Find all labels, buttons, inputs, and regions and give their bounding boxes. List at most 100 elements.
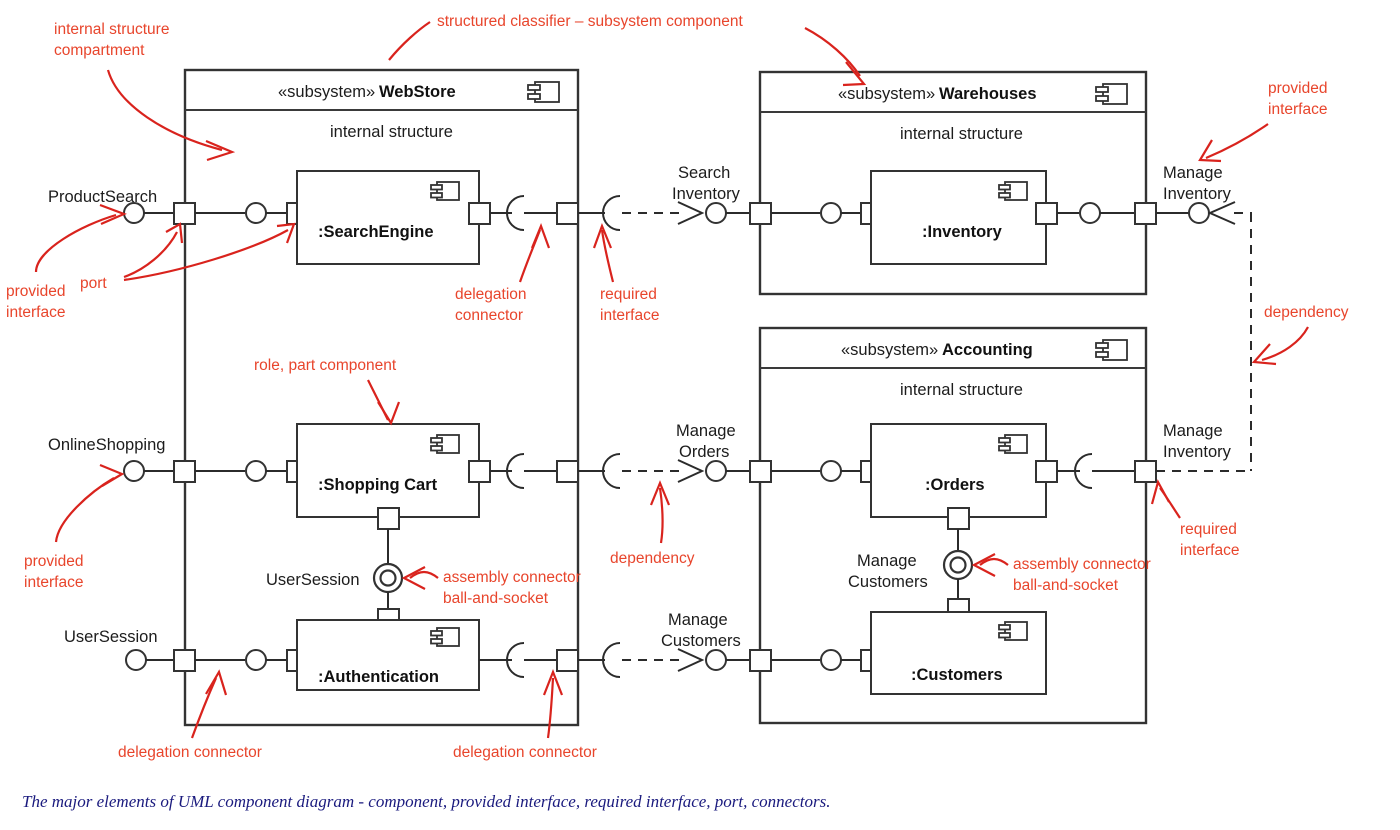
interface-label-mc-mid-1: Manage [668,611,728,629]
component-icon [1095,83,1128,105]
component-orders[interactable]: :Orders [870,423,1047,518]
required-interface-socket[interactable] [1074,453,1093,489]
port-warehouses-right[interactable] [1134,202,1157,225]
interface-label-usersession-left: UserSession [64,628,158,646]
component-icon [430,434,460,454]
component-icon [998,434,1028,454]
annotation-label: delegation connector [453,744,597,761]
port-webstore-manageorders[interactable] [556,460,579,483]
port-accounting-left[interactable] [749,460,772,483]
provided-interface-manageorders[interactable] [705,460,727,482]
assembly-connector-usersession[interactable] [372,562,404,594]
component-searchengine-label: :SearchEngine [318,223,434,241]
component-icon [1095,339,1128,361]
component-customers[interactable]: :Customers [870,611,1047,695]
provided-interface-ball[interactable] [820,202,842,224]
annotation-assembly-connector-right: assembly connector ball-and-socket [971,553,1151,594]
component-authentication-label: :Authentication [318,668,439,686]
interface-label-manage-orders-1: Manage [676,422,736,440]
assembly-connector-managecustomers[interactable] [942,549,974,581]
annotation-label: interface [6,304,65,321]
component-orders-label: :Orders [925,476,985,494]
dependency-arrowhead [677,201,705,225]
port-warehouses-left[interactable] [749,202,772,225]
port-shoppingcart-right[interactable] [468,460,491,483]
provided-interface-ball[interactable] [820,649,842,671]
annotation-label: required [600,286,657,303]
provided-interface-searchinventory[interactable] [705,202,727,224]
annotation-internal-structure-compartment: internal structure compartment [54,21,236,162]
required-interface-socket[interactable] [506,195,525,231]
annotation-label: ball-and-socket [1013,577,1119,594]
component-inventory[interactable]: :Inventory [870,170,1047,265]
subsystem-accounting-stereotype: «subsystem» [841,341,938,359]
provided-interface-onlineshopping[interactable]: OnlineShopping [48,436,176,482]
annotation-delegation-connector-bottom-mid: delegation connector [453,668,597,761]
annotation-label: ball-and-socket [443,590,549,607]
provided-interface-managecustomers[interactable] [705,649,727,671]
annotation-label: interface [1180,542,1239,559]
interface-label-productsearch: ProductSearch [48,188,157,206]
provided-interface-ball[interactable] [820,460,842,482]
subsystem-warehouses-name: Warehouses [939,85,1037,103]
provided-interface-productsearch[interactable]: ProductSearch [48,188,176,224]
required-interface-socket[interactable] [602,195,621,231]
interface-label-usersession-ball: UserSession [266,571,360,589]
required-interface-manageinventory-ball[interactable] [1188,202,1210,224]
annotation-required-interface-top: required interface [592,222,659,324]
port-webstore-usersession[interactable] [173,649,196,672]
annotation-label: assembly connector [443,569,581,586]
interface-label-manage-inv-mid-1: Manage [1163,422,1223,440]
annotation-label: compartment [54,42,145,59]
component-shoppingcart[interactable]: :Shopping Cart [296,423,480,518]
annotation-role-part-component: role, part component [254,357,401,426]
annotation-port: port [80,222,296,292]
provided-interface-ball[interactable] [245,649,267,671]
port-webstore-managecustomers[interactable] [556,649,579,672]
component-searchengine[interactable]: :SearchEngine [296,170,480,265]
port-searchengine-right[interactable] [468,202,491,225]
required-interface-socket[interactable] [602,642,621,678]
interface-label-onlineshopping: OnlineShopping [48,436,165,454]
provided-interface-ball[interactable] [1079,202,1101,224]
interface-label-mc-ball-1: Manage [857,552,917,570]
port-inventory-right[interactable] [1035,202,1058,225]
annotation-label: provided [24,553,83,570]
provided-interface-usersession[interactable]: UserSession [64,628,176,671]
annotation-delegation-connector-bottom-left: delegation connector [118,669,262,761]
port-shoppingcart-bottom[interactable] [377,507,400,530]
port-accounting-right[interactable] [1134,460,1157,483]
annotation-assembly-connector-left: assembly connector ball-and-socket [401,566,581,607]
required-interface-socket[interactable] [506,453,525,489]
component-icon [998,621,1028,641]
port-webstore-searchinventory[interactable] [556,202,579,225]
required-interface-socket[interactable] [506,642,525,678]
dependency-arrowhead [677,648,705,672]
annotation-label: dependency [1264,304,1349,321]
port-orders-right[interactable] [1035,460,1058,483]
port-orders-bottom[interactable] [947,507,970,530]
dependency-arrowhead [1207,201,1236,225]
annotation-label: assembly connector [1013,556,1151,573]
component-icon [998,181,1028,201]
port-accounting-left-bottom[interactable] [749,649,772,672]
port-webstore-onlineshopping[interactable] [173,460,196,483]
component-icon [527,81,560,103]
provided-interface-ball[interactable] [245,460,267,482]
component-icon [430,181,460,201]
annotation-delegation-connector-top: delegation connector [455,222,551,324]
component-authentication[interactable]: :Authentication [296,619,480,691]
required-interface-socket[interactable] [602,453,621,489]
annotation-label: provided [1268,80,1327,97]
component-inventory-label: :Inventory [922,223,1003,241]
annotation-label: internal structure [54,21,169,38]
annotation-label: port [80,275,107,292]
provided-interface-ball[interactable] [245,202,267,224]
webstore-compartment-label: internal structure [330,123,453,141]
accounting-compartment-label: internal structure [900,381,1023,399]
annotation-label: delegation [455,286,527,303]
port-webstore-productsearch[interactable] [173,202,196,225]
figure-caption: The major elements of UML component diag… [22,792,831,811]
